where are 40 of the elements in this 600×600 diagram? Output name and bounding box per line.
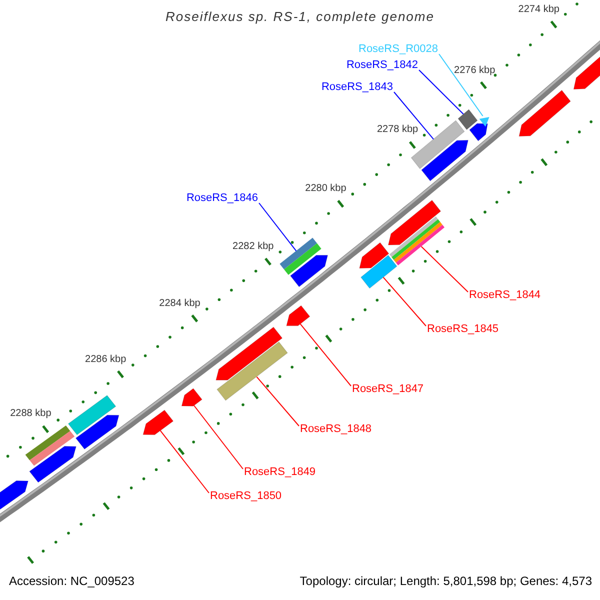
leader-line bbox=[382, 276, 426, 326]
gene-feature-block bbox=[142, 410, 174, 436]
leader-line bbox=[160, 430, 210, 494]
scale-label: 2274 kbp bbox=[518, 2, 560, 16]
leader-line bbox=[418, 70, 464, 115]
scale-label: 2276 kbp bbox=[454, 64, 496, 76]
gene-label: RoseRS_1850 bbox=[210, 490, 282, 503]
gene-label: RoseRS_1848 bbox=[300, 423, 372, 436]
gene-feature-marker bbox=[479, 117, 490, 127]
scale-label: 2278 kbp bbox=[376, 123, 418, 136]
footer-text: Topology: circular; Length: 5,801,598 bp; Genes: 4,573 bbox=[300, 575, 592, 588]
leader-line bbox=[438, 54, 484, 116]
gene-label: RoseRS_1846 bbox=[186, 192, 258, 205]
gene-label: RoseRS_1844 bbox=[469, 289, 541, 302]
scale-label: 2288 kbp bbox=[10, 407, 52, 420]
gene-label: RoseRS_1849 bbox=[244, 466, 316, 479]
gene-bar bbox=[458, 109, 478, 130]
gene-label: RoseRS_1845 bbox=[427, 323, 499, 336]
scale-label: 2284 kbp bbox=[159, 296, 200, 310]
gene-label: RoseRS_1842 bbox=[346, 59, 418, 72]
leader-line bbox=[194, 405, 244, 470]
footer-text: Accession: NC_009523 bbox=[9, 575, 134, 588]
leader-line bbox=[256, 376, 300, 426]
leader-line bbox=[420, 246, 468, 292]
gene-bar bbox=[280, 238, 322, 275]
scale-label: 2282 kbp bbox=[232, 240, 274, 253]
gene-bar bbox=[389, 216, 444, 266]
leader-line bbox=[258, 202, 297, 252]
leader-line bbox=[394, 92, 434, 140]
gene-feature-block bbox=[286, 305, 310, 326]
gene-bar bbox=[360, 254, 398, 289]
gene-label: RoseRS_1847 bbox=[352, 383, 424, 396]
scale-label: 2280 kbp bbox=[305, 182, 346, 196]
gene-label: RoseRS_1843 bbox=[321, 81, 393, 94]
gene-bar bbox=[216, 341, 288, 401]
gene-feature-block bbox=[181, 388, 202, 406]
scale-label: 2286 kbp bbox=[85, 352, 126, 366]
leader-line bbox=[300, 323, 352, 386]
gene-label: RoseRS_R0028 bbox=[358, 43, 438, 56]
title: Roseiflexus sp. RS-1, complete genome bbox=[164, 10, 436, 23]
